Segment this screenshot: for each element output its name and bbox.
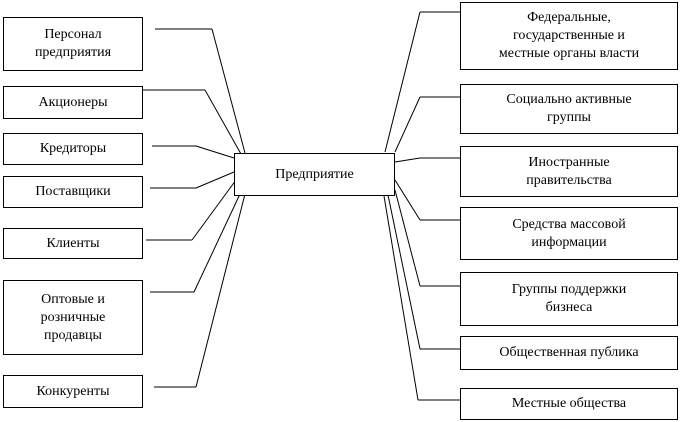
right-node-local-communities: Местные общества	[460, 388, 678, 420]
left-node-personnel: Персонал предприятия	[3, 17, 143, 71]
left-node-competitors: Конкуренты	[3, 375, 143, 408]
connector-right-5a	[394, 189, 421, 287]
connector-left-2b	[204, 89, 242, 155]
left-node-creditors: Кредиторы	[3, 133, 143, 165]
connector-right-2a	[394, 96, 421, 153]
connector-left-6b	[193, 193, 241, 293]
left-node-shareholders: Акционеры	[3, 86, 143, 119]
left-node-suppliers: Поставщики	[3, 176, 143, 208]
left-node-wholesale-retail: Оптовые и розничные продавцы	[3, 280, 143, 355]
right-node-business-support: Группы поддержки бизнеса	[460, 272, 678, 326]
center-node: Предприятие	[234, 153, 395, 196]
connector-left-4b	[195, 171, 235, 189]
connector-left-3b	[195, 145, 235, 159]
left-node-clients: Клиенты	[3, 228, 143, 259]
connector-right-1a	[384, 11, 421, 153]
right-node-government: Федеральные, государственные и местные о…	[460, 2, 678, 70]
connector-left-5b	[191, 179, 237, 241]
connector-left-1b	[211, 28, 246, 154]
connector-left-7b	[195, 193, 246, 388]
right-node-foreign-governments: Иностранные правительства	[460, 146, 678, 197]
right-node-mass-media: Средства массовой информации	[460, 207, 678, 260]
connector-right-6a	[387, 194, 421, 350]
connector-right-7a	[383, 195, 419, 401]
connector-right-4a	[394, 179, 421, 221]
right-node-social-groups: Социально активные группы	[460, 84, 678, 134]
connector-right-3a	[394, 157, 421, 163]
right-node-public: Общественная публика	[460, 336, 678, 370]
